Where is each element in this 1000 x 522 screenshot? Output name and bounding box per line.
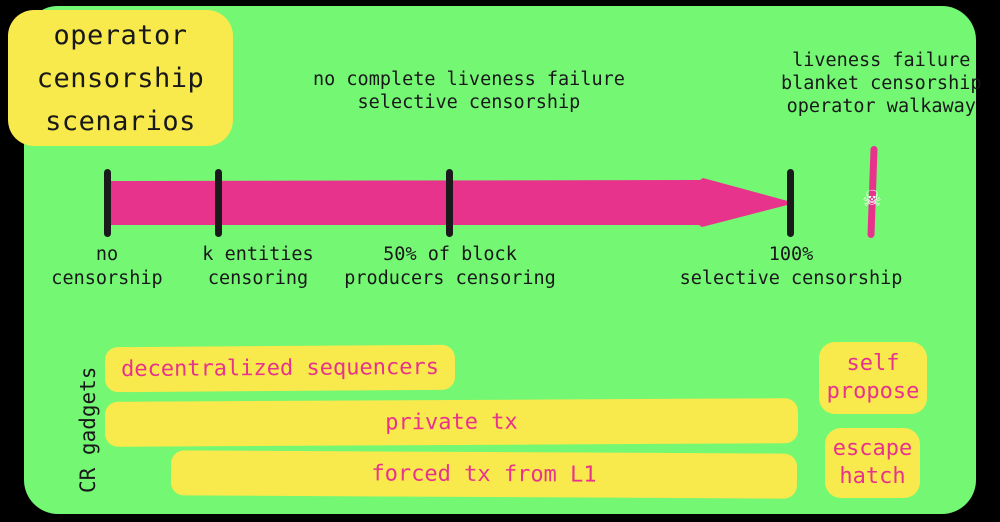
tick-fifty-percent xyxy=(446,169,453,237)
axis-label-k-entities-line-2: censoring xyxy=(207,268,309,289)
gadget-card-self-propose-line-1: self xyxy=(846,351,900,376)
axis-label-no-censorship: no censorship xyxy=(51,243,162,291)
gadget-bar-forced-tx-from-l1[interactable]: forced tx from L1 xyxy=(170,450,798,499)
gadget-bar-decentralized-sequencers[interactable]: decentralized sequencers xyxy=(104,344,456,393)
axis-label-fifty-percent-line-2: producers censoring xyxy=(344,268,556,289)
caption-right-line-3: operator walkaway xyxy=(786,96,976,117)
caption-left: no complete liveness failure selective c… xyxy=(313,68,625,114)
cr-gadgets-axis-label: CR gadgets xyxy=(76,366,100,493)
axis-label-one-hundred-percent-line-2: selective censorship xyxy=(679,268,903,289)
caption-right-line-1: liveness failure xyxy=(792,50,971,71)
axis-label-one-hundred-percent-line-1: 100% xyxy=(768,244,814,265)
gadget-card-escape-hatch-line-1: escape xyxy=(832,436,913,461)
title-card: operator censorship scenarios xyxy=(8,10,233,146)
axis-label-k-entities-line-1: k entities xyxy=(202,244,314,265)
axis-label-fifty-percent: 50% of block producers censoring xyxy=(344,243,556,291)
axis-label-fifty-percent-line-1: 50% of block xyxy=(383,244,517,265)
tick-no-censorship xyxy=(104,169,111,237)
caption-left-line-1: no complete liveness failure xyxy=(313,69,625,90)
skull-and-crossbones-icon: ☠ xyxy=(862,187,882,212)
caption-left-line-2: selective censorship xyxy=(357,92,581,113)
axis-label-one-hundred-percent: 100% selective censorship xyxy=(680,243,903,291)
gadget-bar-forced-tx-from-l1-label: forced tx from L1 xyxy=(371,461,597,488)
gadget-card-self-propose-line-2: propose xyxy=(826,379,920,404)
gadget-bar-decentralized-sequencers-label: decentralized sequencers xyxy=(120,354,440,383)
gadget-card-escape-hatch-line-2: hatch xyxy=(839,464,906,489)
title-line-3: scenarios xyxy=(45,105,196,137)
tick-k-entities xyxy=(215,169,222,237)
tick-one-hundred-percent xyxy=(787,169,794,237)
caption-right-line-2: blanket censorship xyxy=(781,73,982,94)
axis-label-no-censorship-line-1: no xyxy=(95,244,119,265)
gadget-bar-private-tx[interactable]: private tx xyxy=(104,398,799,447)
gadget-card-self-propose[interactable]: self propose xyxy=(819,342,927,414)
title-line-2: censorship xyxy=(36,62,205,94)
gadget-card-escape-hatch[interactable]: escape hatch xyxy=(825,428,920,498)
caption-right: liveness failure blanket censorship oper… xyxy=(781,49,981,118)
title-line-1: operator xyxy=(53,19,188,51)
axis-label-k-entities: k entities censoring xyxy=(202,243,313,291)
gadget-bar-private-tx-label: private tx xyxy=(385,409,518,436)
axis-label-no-censorship-line-2: censorship xyxy=(51,268,163,289)
